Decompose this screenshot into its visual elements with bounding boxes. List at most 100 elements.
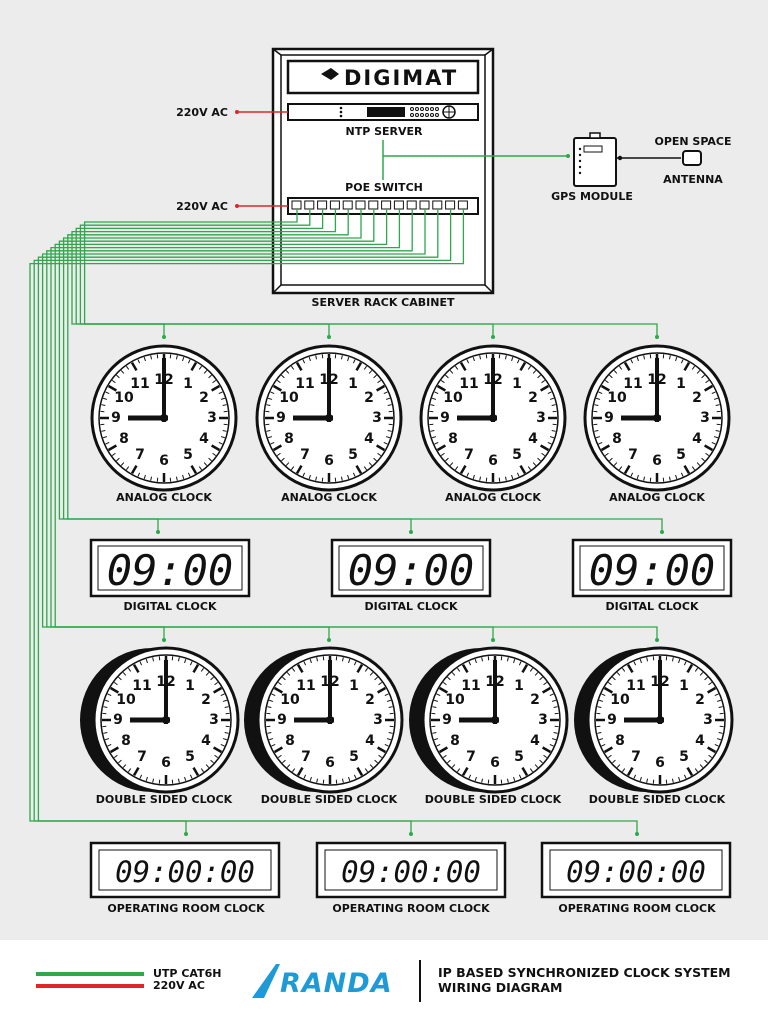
poe-port: [432, 200, 443, 210]
poe-port: [419, 200, 430, 210]
digital-clock: 09:00: [571, 538, 733, 598]
poe-port: [393, 200, 404, 210]
double-sided-clock: [409, 648, 567, 792]
cable-endpoint: [660, 530, 664, 534]
poe-port: [304, 200, 315, 210]
operating-room-clock: 09:00:00: [315, 841, 507, 899]
cabinet-label: SERVER RACK CABINET: [312, 296, 455, 309]
poe-port: [445, 200, 456, 210]
digital-clock: 09:00: [89, 538, 251, 598]
digital-clock-label: DIGITAL CLOCK: [124, 600, 217, 613]
poe-port: [406, 200, 417, 210]
cable-endpoint: [409, 530, 413, 534]
power-label-poe: 220V AC: [176, 200, 228, 213]
digital-clock: 09:00: [330, 538, 492, 598]
utp-cable: [46, 209, 494, 639]
operating-room-clock-time: 09:00:00: [566, 855, 706, 889]
ntp-server-label: NTP SERVER: [345, 125, 423, 138]
analog-clock: [585, 346, 729, 490]
cable-endpoint: [491, 638, 495, 642]
analog-clock: [92, 346, 236, 490]
randa-logo-text: RANDA: [280, 968, 393, 999]
cable-endpoint: [409, 832, 413, 836]
cable-endpoint: [327, 335, 331, 339]
utp-cable: [50, 209, 401, 639]
operating-room-clock: 09:00:00: [89, 841, 281, 899]
utp-cable-bundle: [29, 209, 664, 836]
utp-cable: [33, 209, 452, 833]
power-legend-line: [36, 984, 144, 988]
double-sided-clock: [80, 648, 238, 792]
utp-cable: [41, 209, 658, 639]
antenna-label-line1: OPEN SPACE: [654, 135, 731, 148]
utp-cable: [62, 209, 412, 531]
utp-cable: [79, 209, 330, 336]
cable-endpoint: [491, 335, 495, 339]
digital-clock-label: DIGITAL CLOCK: [606, 600, 699, 613]
utp-cable: [37, 209, 439, 833]
analog-clock: [421, 346, 565, 490]
utp-legend-line: [36, 972, 144, 976]
utp-cable: [71, 209, 658, 336]
cable-endpoint: [655, 335, 659, 339]
utp-cable: [83, 209, 298, 336]
randa-logo: RANDA: [252, 964, 393, 999]
utp-cable: [54, 209, 388, 639]
footer: UTP CAT6H 220V AC: [0, 940, 768, 1024]
cable-endpoint: [635, 832, 639, 836]
wiring-diagram: 12 1 2 3 4 5 6 7 8 9 10 11: [29, 47, 733, 915]
gps-module: [573, 132, 617, 187]
operating-room-clock-label: OPERATING ROOM CLOCK: [558, 902, 716, 915]
poe-port: [329, 200, 340, 210]
cable-endpoint: [327, 638, 331, 642]
digimat-brand-panel: DIGIMAT: [286, 59, 480, 95]
power-label-ntp: 220V AC: [176, 106, 228, 119]
poe-switch: [287, 197, 479, 215]
operating-room-clock: 09:00:00: [540, 841, 732, 899]
double-sided-clock-label: DOUBLE SIDED CLOCK: [96, 793, 233, 806]
analog-clock-label: ANALOG CLOCK: [445, 491, 541, 504]
antenna-icon: [682, 150, 702, 166]
utp-cable: [67, 209, 349, 531]
brand-name: DIGIMAT: [344, 66, 458, 90]
operating-room-clock-time: 09:00:00: [341, 855, 481, 889]
digital-clock-time: 09:00: [589, 546, 715, 595]
utp-legend-label: UTP CAT6H: [153, 967, 222, 980]
diagram-title-line2: WIRING DIAGRAM: [438, 980, 563, 995]
operating-room-clock-label: OPERATING ROOM CLOCK: [107, 902, 265, 915]
operating-room-clock-label: OPERATING ROOM CLOCK: [332, 902, 490, 915]
poe-port: [317, 200, 328, 210]
cable-endpoint: [162, 638, 166, 642]
cable-endpoint: [184, 832, 188, 836]
cable-endpoint: [162, 335, 166, 339]
poe-port: [457, 200, 468, 210]
footer-separator: [419, 960, 421, 1002]
power-legend-label: 220V AC: [153, 979, 205, 992]
poe-port: [342, 200, 353, 210]
poe-port: [355, 200, 366, 210]
analog-clock-label: ANALOG CLOCK: [116, 491, 212, 504]
digital-clock-time: 09:00: [107, 546, 233, 595]
double-sided-clock: [574, 648, 732, 792]
utp-cable: [75, 209, 494, 336]
poe-port: [291, 200, 302, 210]
poe-switch-label: POE SWITCH: [345, 181, 423, 194]
analog-clock-label: ANALOG CLOCK: [281, 491, 377, 504]
gps-module-label: GPS MODULE: [551, 190, 633, 203]
poe-port: [381, 200, 392, 210]
operating-room-clock-time: 09:00:00: [115, 855, 255, 889]
antenna-label-line2: ANTENNA: [663, 173, 723, 186]
analog-clock: [257, 346, 401, 490]
randa-logo-icon: [252, 964, 280, 998]
double-sided-clock-label: DOUBLE SIDED CLOCK: [425, 793, 562, 806]
cable-endpoint: [655, 638, 659, 642]
double-sided-clock-label: DOUBLE SIDED CLOCK: [589, 793, 726, 806]
poe-port: [368, 200, 379, 210]
digimat-logo-icon: [321, 68, 339, 80]
ntp-server: [287, 103, 479, 121]
utp-cable: [58, 209, 663, 531]
cable-endpoint: [156, 530, 160, 534]
analog-clock-label: ANALOG CLOCK: [609, 491, 705, 504]
diagram-title-line1: IP BASED SYNCHRONIZED CLOCK SYSTEM: [438, 965, 731, 980]
double-sided-clock-label: DOUBLE SIDED CLOCK: [261, 793, 398, 806]
